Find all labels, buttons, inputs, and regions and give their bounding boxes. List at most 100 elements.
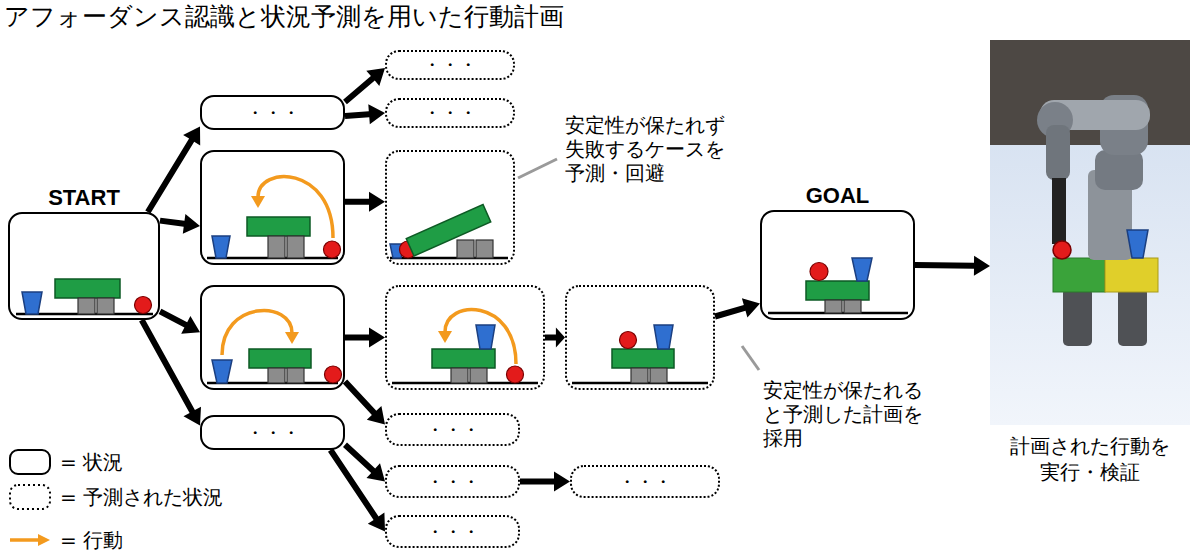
goal-state-box: GOAL bbox=[760, 210, 915, 320]
action-arc bbox=[258, 177, 333, 238]
fallen-scene bbox=[390, 204, 508, 258]
blue-cup bbox=[22, 292, 42, 314]
predicted-state-box bbox=[385, 150, 515, 265]
action-arrowhead bbox=[251, 196, 265, 208]
blue-cup bbox=[476, 325, 495, 349]
gray-block bbox=[287, 236, 304, 258]
red-ball bbox=[1053, 241, 1071, 259]
ellipsis-text: ・・・ bbox=[423, 102, 477, 124]
flow-arrow bbox=[714, 298, 760, 319]
ellipsis-text: ・・・ bbox=[246, 422, 300, 444]
green-plank bbox=[406, 204, 490, 256]
gray-block bbox=[825, 300, 842, 313]
blue-cup bbox=[212, 360, 232, 383]
robot-gripper bbox=[1052, 178, 1066, 244]
photo-backdrop bbox=[990, 40, 1190, 145]
green-plank bbox=[247, 217, 310, 236]
action-arc bbox=[222, 310, 292, 355]
state-heading: GOAL bbox=[732, 183, 943, 209]
blue-cup bbox=[654, 325, 673, 349]
legend-text: = 行動 bbox=[60, 527, 123, 553]
legend-arrow-head bbox=[38, 534, 50, 546]
gray-block bbox=[451, 368, 468, 383]
blue-cup bbox=[1127, 230, 1148, 258]
red-ball bbox=[507, 366, 524, 383]
predicted-state-box: ・・・ bbox=[385, 465, 520, 498]
gray-block bbox=[268, 368, 285, 383]
gray-block bbox=[97, 298, 114, 314]
state-box: ・・・ bbox=[200, 415, 345, 450]
both-placed-scene bbox=[572, 325, 708, 383]
flow-arrow bbox=[139, 319, 201, 426]
callout-note: 安定性が保たれず 失敗するケースを 予測・回避 bbox=[565, 113, 755, 185]
state-box bbox=[200, 285, 345, 390]
robot-wrist bbox=[1046, 125, 1070, 180]
yellow-table-block bbox=[1105, 258, 1158, 292]
ellipsis-text: ・・・ bbox=[423, 54, 477, 76]
gray-block bbox=[631, 368, 648, 383]
predicted-state-box: ・・・ bbox=[570, 465, 720, 498]
green-plank bbox=[612, 349, 674, 368]
photo-caption: 計画された行動を 実行・検証 bbox=[995, 433, 1185, 485]
predicted-state-box: ・・・ bbox=[385, 515, 520, 548]
gray-block bbox=[470, 368, 487, 383]
red-ball bbox=[620, 332, 637, 349]
start-state-box: START bbox=[8, 212, 160, 320]
flow-arrow bbox=[159, 309, 200, 334]
flow-arrow bbox=[145, 127, 200, 214]
ellipsis-text: ・・・ bbox=[618, 471, 672, 493]
legend-text: = 予測された状況 bbox=[60, 484, 223, 510]
red-ball bbox=[135, 297, 152, 314]
move-cup-scene bbox=[207, 310, 342, 383]
action-arrowhead bbox=[438, 331, 452, 343]
red-ball bbox=[810, 263, 828, 281]
legend-arrow-sample bbox=[10, 538, 40, 542]
action-arc bbox=[445, 310, 516, 364]
green-plank bbox=[55, 279, 120, 298]
flow-arrow bbox=[343, 68, 385, 104]
flow-arrow bbox=[915, 256, 990, 276]
ellipsis-text: ・・・ bbox=[246, 102, 300, 124]
ellipsis-text: ・・・ bbox=[426, 471, 480, 493]
table-leg bbox=[1118, 288, 1147, 346]
legend-solid-sample bbox=[10, 450, 50, 474]
predicted-state-box bbox=[565, 285, 715, 390]
flow-arrow bbox=[545, 328, 565, 348]
gray-block bbox=[457, 240, 474, 258]
flow-arrow bbox=[520, 472, 570, 492]
flow-arrow bbox=[328, 448, 385, 531]
ellipsis-text: ・・・ bbox=[426, 521, 480, 543]
action-arrowhead bbox=[285, 332, 299, 344]
predicted-state-box: ・・・ bbox=[385, 98, 515, 128]
goal-scene bbox=[768, 258, 908, 313]
predicted-state-box: ・・・ bbox=[385, 413, 520, 446]
gray-block bbox=[844, 300, 861, 313]
legend-text: = 状況 bbox=[60, 449, 123, 475]
red-ball bbox=[324, 241, 341, 258]
gray-block bbox=[476, 240, 493, 258]
flow-arrow bbox=[345, 328, 385, 348]
state-box: ・・・ bbox=[200, 95, 345, 130]
robot-photo-frame: 計画された行動を 実行・検証 bbox=[990, 40, 1190, 425]
green-plank bbox=[249, 349, 311, 368]
cup-placed-scene bbox=[392, 310, 538, 383]
robot-photo bbox=[990, 40, 1190, 425]
predicted-state-box bbox=[385, 285, 545, 390]
robot-base-joint bbox=[1095, 150, 1143, 190]
photo-floor bbox=[990, 40, 1190, 425]
table-leg bbox=[1063, 288, 1092, 346]
gray-block bbox=[287, 368, 304, 383]
flow-arrow bbox=[160, 214, 200, 234]
flow-arrow bbox=[345, 104, 385, 124]
gray-block bbox=[78, 298, 95, 314]
green-table-block bbox=[1053, 258, 1105, 292]
callout-note: 安定性が保たれる と予測した計画を 採用 bbox=[763, 378, 953, 450]
start-scene bbox=[16, 279, 153, 314]
leader-line bbox=[518, 159, 557, 178]
state-box bbox=[200, 150, 345, 265]
red-ball bbox=[325, 366, 342, 383]
blue-cup bbox=[212, 236, 230, 258]
gray-block bbox=[650, 368, 667, 383]
